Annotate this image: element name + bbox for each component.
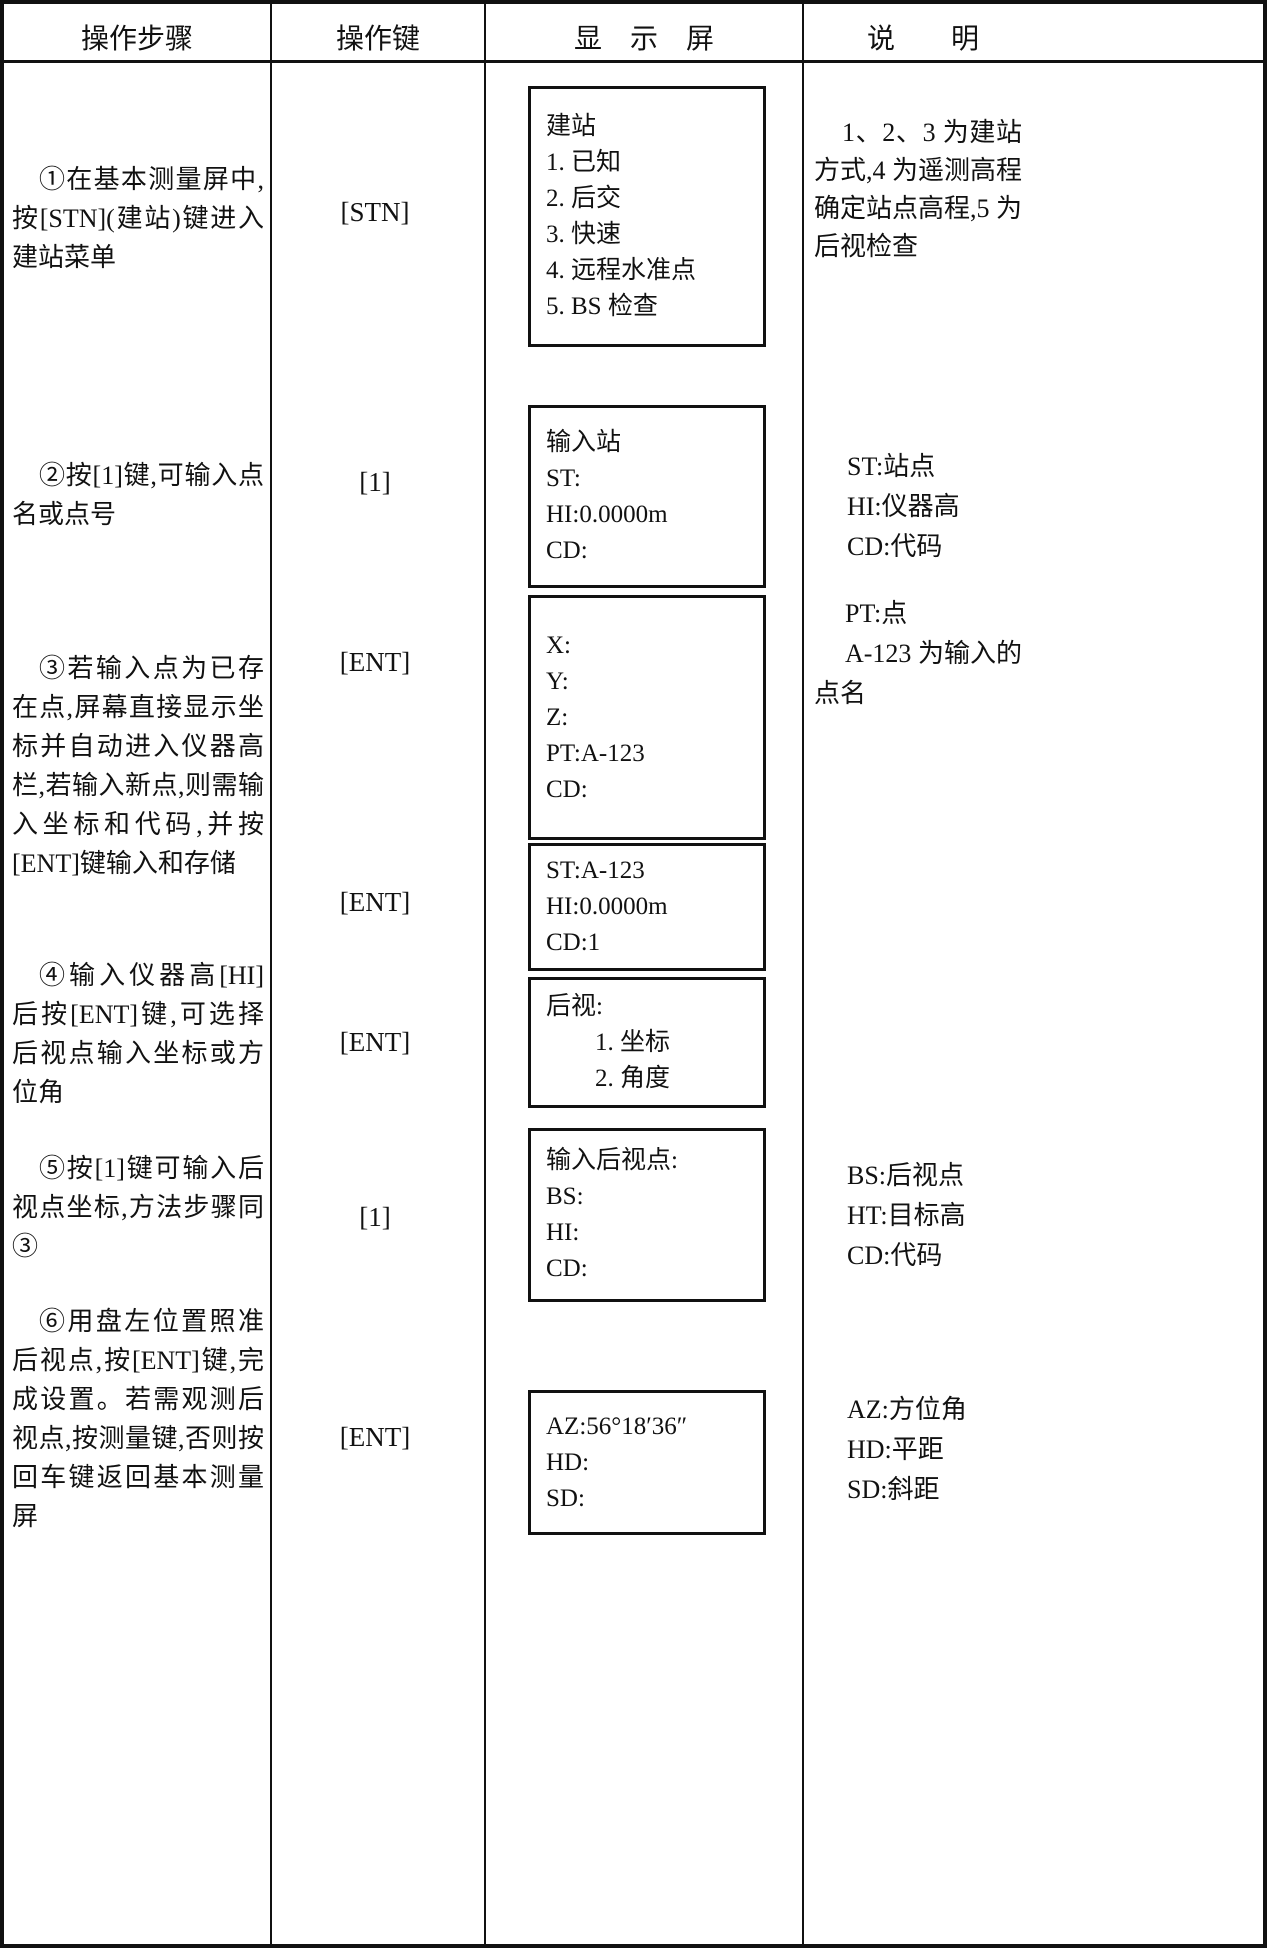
note-line: BS:后视点 [847,1161,965,1190]
step-2-text: ②按[1]键,可输入点名或点号 [12,461,264,529]
lcd-screen-station-confirm: ST:A-123 HI:0.0000m CD:1 [528,843,766,971]
header-cell-steps: 操作步骤 [80,24,193,55]
header-cell-display: 显 示 屏 [573,24,714,55]
note-st-hi-cd: ST:站点 HI:仪器高 CD:代码 [847,447,1027,567]
note-line: CD:代码 [847,532,943,561]
screen-line: BS: [546,1183,584,1210]
lcd-screen-station-menu: 建站 1. 已知 2. 后交 3. 快速 4. 远程水准点 5. BS 检查 [528,86,766,347]
note-line: HT:目标高 [847,1201,966,1230]
screen-line: PT:A-123 [546,739,645,767]
screen-line: 3. 快速 [546,220,622,248]
step-1-text: ①在基本测量屏中,按[STN](建站)键进入建站菜单 [12,165,264,272]
step-4-text: ④输入仪器高[HI]后按[ENT]键,可选择后视点输入坐标或方位角 [12,961,264,1107]
screen-line: HI: [546,1219,580,1246]
note-line: SD:斜距 [847,1475,940,1504]
step-3-text: ③若输入点为已存在点,屏幕直接显示坐标并自动进入仪器高栏,若输入新点,则需输入坐… [12,654,264,878]
key-stn: [STN] [340,197,410,227]
screen-line: 输入站 [546,428,622,456]
column-divider-2 [484,4,486,1944]
screen-line: CD: [546,775,588,803]
key-ent-4: [ENT] [339,1422,411,1452]
key-1: [1] [359,467,391,497]
lcd-screen-input-backsight: 输入后视点: BS: HI: CD: [528,1128,766,1302]
column-divider-1 [270,4,272,1944]
screen-line: 4. 远程水准点 [546,256,697,284]
lcd-screen-coordinates: X: Y: Z: PT:A-123 CD: [528,595,766,840]
screen-line: Y: [546,667,569,695]
screen-line: HI:0.0000m [546,500,668,528]
screen-line: Z: [546,703,569,731]
lcd-screen-input-station: 输入站 ST: HI:0.0000m CD: [528,405,766,588]
screen-line: 后视: [546,992,603,1020]
screen-line: AZ:56°18′36″ [546,1412,688,1440]
note-line: PT:点 [845,599,908,628]
screen-line: 5. BS 检查 [546,292,658,320]
screen-line: CD:1 [546,929,601,956]
note-line: HD:平距 [847,1435,944,1464]
column-divider-3 [802,4,804,1944]
step-5-text: ⑤按[1]键可输入后视点坐标,方法步骤同③ [12,1154,264,1261]
screen-line: 2. 角度 [595,1064,671,1092]
key-ent-1: [ENT] [339,647,411,677]
screen-line: 1. 已知 [546,148,622,176]
note-line: HI:仪器高 [847,492,960,521]
key-ent-3: [ENT] [339,1027,411,1057]
screen-line: 输入后视点: [546,1147,678,1174]
screen-line: HD: [546,1448,590,1476]
screen-line: CD: [546,536,588,564]
note-line: ST:站点 [847,452,936,481]
header-cell-keys: 操作键 [335,24,420,55]
screen-line: CD: [546,1255,588,1282]
note-bs-ht-cd: BS:后视点 HT:目标高 CD:代码 [847,1156,1027,1276]
key-1b: [1] [359,1202,391,1232]
screen-line: ST: [546,464,581,492]
step-6-text: ⑥用盘左位置照准后视点,按[ENT]键,完成设置。若需观测后视点,按测量键,否则… [12,1307,264,1531]
screen-line: 建站 [546,112,597,140]
header-underline [4,60,1263,63]
lcd-screen-azimuth: AZ:56°18′36″ HD: SD: [528,1390,766,1535]
note-pt-name: PT:点 A-123 为输入的点名 [814,594,1022,714]
note-line: A-123 为输入的点名 [814,639,1022,708]
lcd-screen-backsight-menu: 后视: 1. 坐标 2. 角度 [528,977,766,1108]
note-az-hd-sd: AZ:方位角 HD:平距 SD:斜距 [847,1390,1027,1510]
screen-line: 1. 坐标 [595,1028,671,1056]
header-cell-notes: 说 明 [866,24,979,55]
screen-line: 2. 后交 [546,184,622,212]
note-line: CD:代码 [847,1241,943,1270]
screen-line: SD: [546,1484,585,1512]
screen-line: ST:A-123 [546,857,645,884]
note-station-modes: 1、2、3 为建站方式,4 为遥测高程确定站点高程,5 为后视检查 [814,118,1023,261]
screen-line: X: [546,631,571,659]
key-ent-2: [ENT] [339,887,411,917]
screen-line: HI:0.0000m [546,893,668,920]
note-line: AZ:方位角 [847,1395,967,1424]
